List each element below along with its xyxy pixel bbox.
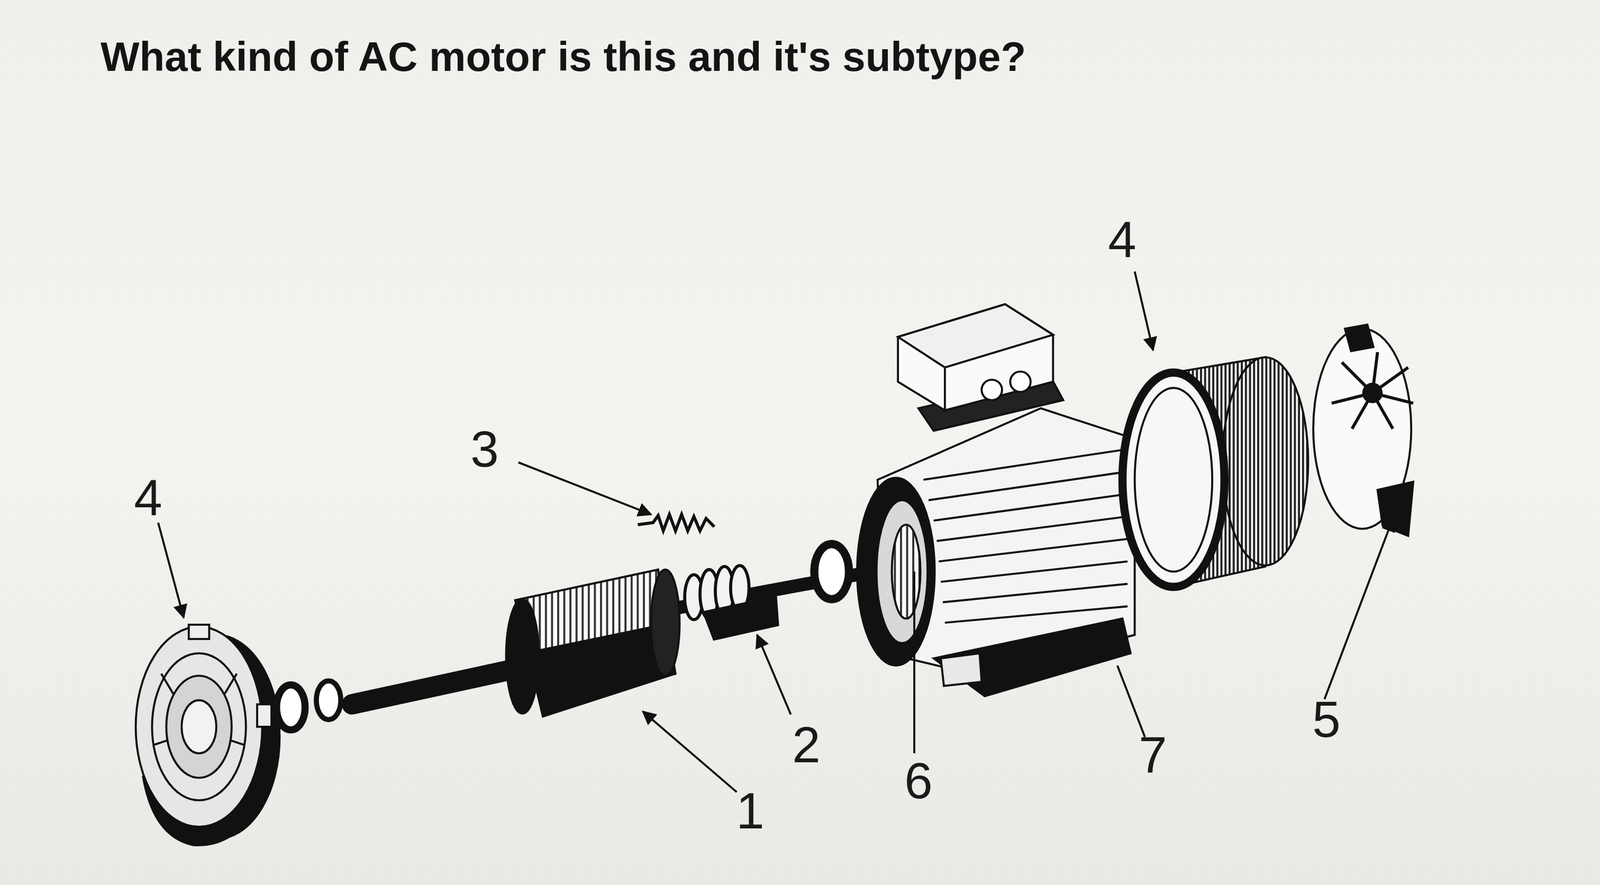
callout-number: 6 (904, 755, 933, 807)
bearing (276, 680, 342, 731)
shaft-component (684, 565, 778, 640)
callout-number: 1 (735, 785, 765, 837)
cooling-fan (1313, 324, 1414, 536)
callout-number: 7 (1138, 729, 1167, 781)
callout-number: 4 (1107, 214, 1136, 266)
end-shield (1122, 357, 1308, 587)
bearing (814, 543, 850, 599)
stator-housing (857, 304, 1135, 697)
rotor (506, 569, 680, 717)
callout-number: 5 (1312, 694, 1341, 745)
end-shield (135, 624, 280, 846)
callout-number: 2 (792, 719, 821, 771)
callout-number: 4 (133, 472, 162, 524)
callout-number: 3 (470, 423, 499, 475)
question-title: What kind of AC motor is this and it's s… (100, 32, 1026, 81)
leader-line (158, 271, 1394, 793)
spring (637, 514, 715, 532)
